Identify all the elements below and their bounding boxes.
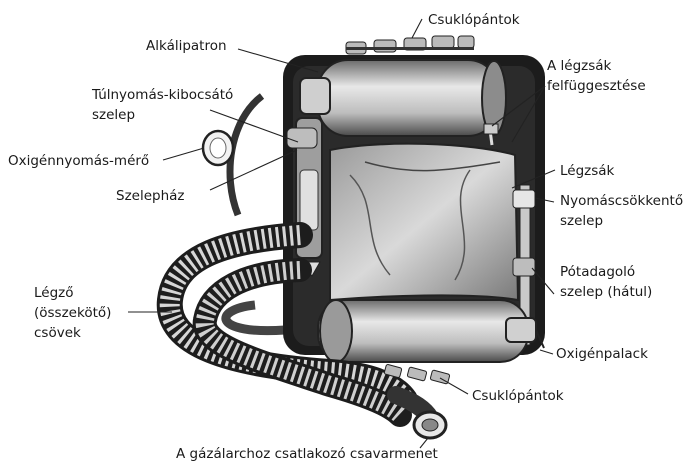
- label-csuklopantok-bottom: Csuklópántok: [472, 388, 564, 404]
- label-nyomascsokkento-2: szelep: [560, 213, 603, 229]
- label-legzo-1: Légző: [34, 285, 74, 301]
- label-legzsak: Légzsák: [560, 163, 615, 179]
- leader-csuklopantok-bottom: [440, 378, 468, 394]
- oxygen-cylinder: [318, 300, 544, 362]
- pressure-gauge: [203, 131, 233, 165]
- label-tulnyomas-2: szelep: [92, 107, 135, 123]
- label-tulnyomas-1: Túlnyomás-kibocsátó: [91, 87, 233, 103]
- label-alkalipatron: Alkálipatron: [146, 38, 227, 54]
- breathing-bag: [330, 144, 518, 300]
- label-legzsak-felf-2: felfüggesztése: [547, 78, 646, 94]
- harness-strap: [230, 96, 262, 215]
- label-nyomascsokkento-1: Nyomáscsökkentő: [560, 193, 683, 209]
- label-legzo-3: csövek: [34, 325, 81, 341]
- label-potadagolo-2: szelep (hátul): [560, 284, 652, 300]
- label-potadagolo-1: Pótadagoló: [560, 264, 635, 280]
- label-legzsak-felf-1: A légzsák: [547, 58, 612, 74]
- alkali-cartridge: [300, 60, 506, 136]
- label-gazalarc: A gázálarchoz csatlakozó csavarmenet: [176, 446, 438, 462]
- bag-suspension-bracket: [484, 124, 498, 134]
- leader-csuklopantok-top: [412, 19, 422, 38]
- leader-oxigenpalack: [540, 350, 553, 354]
- label-oxigenpalack: Oxigénpalack: [556, 346, 648, 362]
- label-legzo-2: (összekötő): [34, 305, 111, 321]
- top-hinges: [346, 36, 474, 54]
- harness-strap-lower: [226, 305, 285, 331]
- leader-oxigen-nyomasmero: [163, 148, 204, 160]
- label-oxigen-nyomasmero: Oxigénnyomás-mérő: [8, 153, 149, 169]
- label-szelephaz: Szelepház: [116, 188, 185, 204]
- label-csuklopantok-top: Csuklópántok: [428, 12, 520, 28]
